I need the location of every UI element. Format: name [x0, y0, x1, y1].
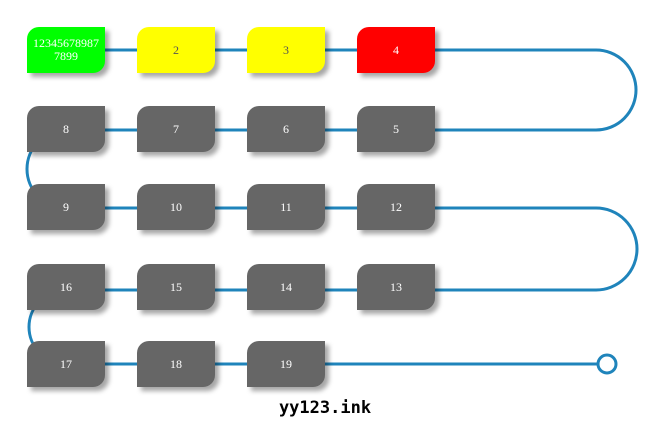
flow-node-9: 9	[27, 184, 105, 230]
flow-node-10: 10	[137, 184, 215, 230]
flow-node-13: 13	[357, 264, 435, 310]
flow-node-8: 8	[27, 106, 105, 152]
snake-path	[25, 48, 639, 366]
flow-node-19: 19	[247, 341, 325, 387]
flow-node-18: 18	[137, 341, 215, 387]
flow-node-7: 7	[137, 106, 215, 152]
flow-node-12: 12	[357, 184, 435, 230]
flow-node-2: 2	[137, 27, 215, 73]
flow-node-16: 16	[27, 264, 105, 310]
flow-node-14: 14	[247, 264, 325, 310]
flow-node-11: 11	[247, 184, 325, 230]
flow-node-6: 6	[247, 106, 325, 152]
flow-node-15: 15	[137, 264, 215, 310]
watermark-text: yy123.ink	[278, 398, 372, 418]
flow-node-1: 123456789877899	[27, 27, 105, 73]
flow-node-17: 17	[27, 341, 105, 387]
flow-node-3: 3	[247, 27, 325, 73]
flow-node-4: 4	[357, 27, 435, 73]
end-terminal-circle	[596, 353, 618, 375]
flow-node-5: 5	[357, 106, 435, 152]
